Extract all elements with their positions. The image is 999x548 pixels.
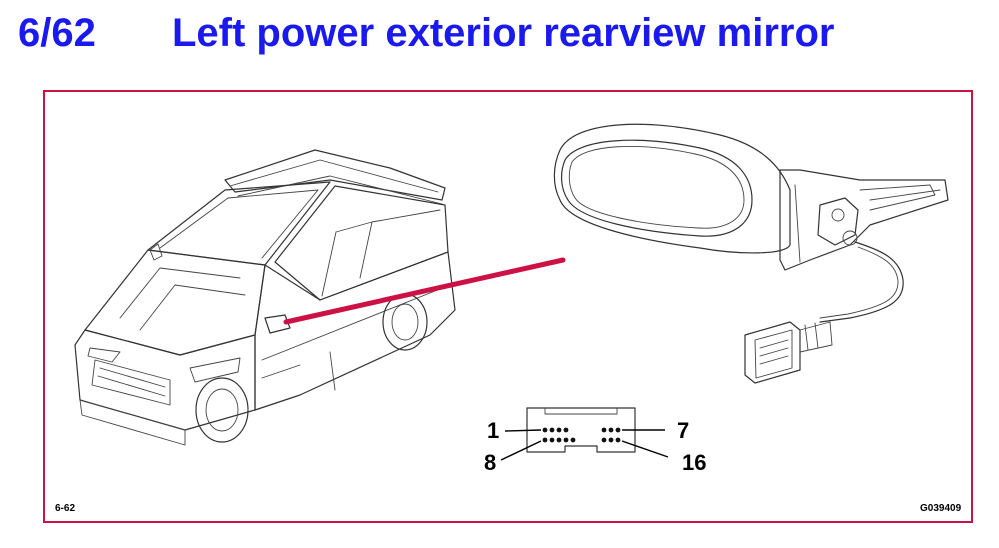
connector-pinout-illustration-icon: 1 8 7 16 bbox=[484, 407, 706, 475]
pointer-line bbox=[283, 257, 566, 325]
diagram-code: 6/62 bbox=[18, 11, 96, 55]
diagram-frame bbox=[43, 90, 973, 523]
diagram-title: Left power exterior rearview mirror bbox=[172, 11, 835, 55]
image-id: G039409 bbox=[920, 503, 962, 514]
pin-label-7: 7 bbox=[677, 418, 689, 443]
figure-reference: 6-62 bbox=[55, 503, 76, 514]
vehicle-illustration-icon bbox=[74, 149, 456, 446]
pin-label-1: 1 bbox=[487, 418, 499, 443]
pin-label-8: 8 bbox=[484, 450, 496, 475]
mirror-illustration-icon bbox=[553, 123, 949, 323]
connector-plug-illustration-icon bbox=[744, 321, 833, 384]
pin-label-16: 16 bbox=[682, 450, 706, 475]
